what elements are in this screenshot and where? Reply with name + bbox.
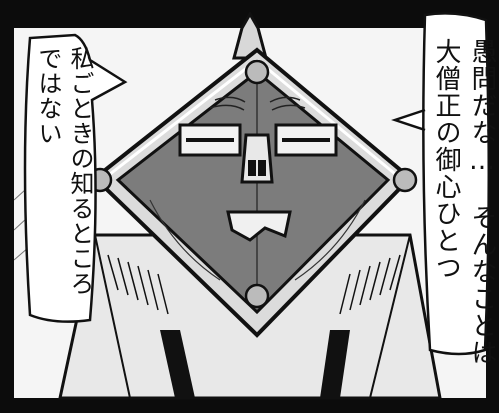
right-bubble-line-1: 愚問だな… そんなことは (467, 38, 497, 366)
left-eye (178, 123, 242, 157)
right-eye (274, 123, 338, 157)
left-speech-bubble (23, 33, 128, 323)
left-bubble-line-2: ではない (34, 46, 62, 146)
right-speech-bubble (391, 12, 491, 356)
left-bubble-line-1: 私ごときの知るところ (66, 46, 94, 296)
right-bubble-line-2: 大僧正の御心ひとつ (431, 38, 461, 281)
right-bubble-text: 愚問だな… そんなことは 大僧正の御心ひとつ (428, 38, 499, 366)
left-bubble-text: 私ごときの知るところ ではない (32, 46, 96, 296)
